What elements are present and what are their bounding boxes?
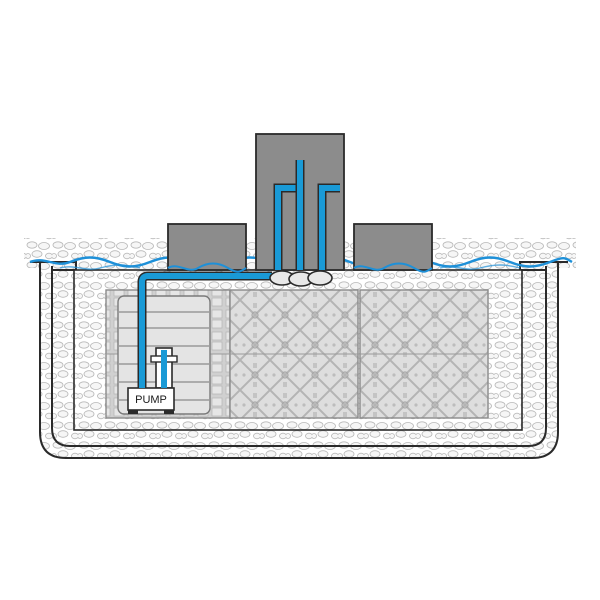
stone-block-right [353,223,433,271]
fountain-pipes [273,160,340,270]
bubbler-nozzle-icon [269,270,333,287]
pump-label: PUMP [135,394,167,406]
stone-block-left [167,223,247,271]
supply-pipe [137,271,272,388]
